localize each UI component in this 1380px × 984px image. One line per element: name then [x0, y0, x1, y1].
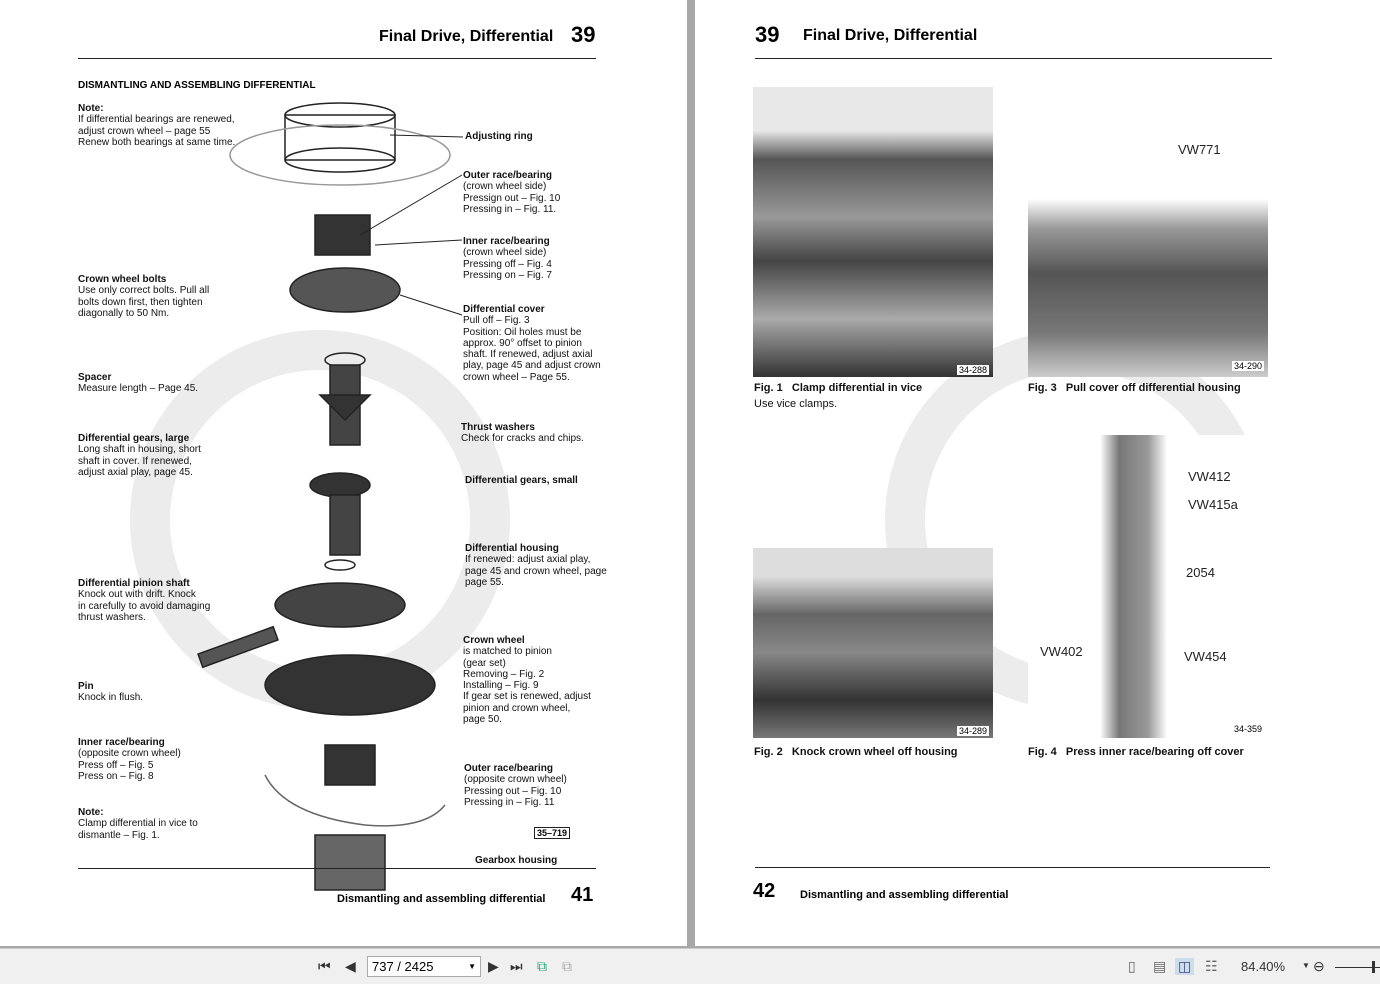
fig2-caption: Fig. 2 Knock crown wheel off housing [754, 746, 958, 758]
continuous-facing-view-icon[interactable]: ☷ [1205, 958, 1218, 974]
label-adjusting-ring: Adjusting ring [465, 131, 533, 142]
page-header-title: Final Drive, Differential [803, 27, 978, 44]
section-title: DISMANTLING AND ASSEMBLING DIFFERENTIAL [78, 80, 316, 91]
next-view-icon[interactable]: ⧉ [562, 958, 572, 974]
right-pdf-page: 39 Final Drive, Differential 34-288 Fig.… [695, 0, 1380, 946]
fig1-photo: 34-288 [753, 87, 993, 377]
label-outer-race-top: Outer race/bearing(crown wheel side)Pres… [463, 170, 561, 215]
fig2-photo: 34-289 [753, 548, 993, 738]
label-gearbox-housing: Gearbox housing [475, 855, 558, 866]
zoom-slider[interactable] [1335, 967, 1380, 968]
page-footer-title: Dismantling and assembling differential [337, 893, 546, 905]
label-inner-race-top: Inner race/bearing(crown wheel side)Pres… [463, 236, 552, 281]
zoom-level[interactable]: 84.40% [1241, 959, 1286, 974]
label-inner-race-bottom: Inner race/bearing(opposite crown wheel)… [78, 737, 181, 782]
fig3-photo: VW771 34-290 [1028, 80, 1268, 377]
page-footer-number: 42 [753, 880, 776, 902]
single-page-view-icon[interactable]: ▯ [1128, 958, 1136, 974]
page-header-number: 39 [571, 22, 596, 47]
label-crown-wheel: Crown wheel is matched to pinion(gear se… [463, 635, 591, 726]
zoom-out-icon[interactable]: ⊖ [1313, 958, 1325, 974]
chevron-down-icon[interactable]: ▼ [468, 962, 476, 971]
previous-page-icon[interactable]: ◀ [345, 958, 356, 974]
fig4-photo: VW412 VW415a 2054 VW402 VW454 34-359 [1028, 435, 1268, 738]
fig3-caption: Fig. 3 Pull cover off differential housi… [1028, 382, 1241, 394]
exploded-diagram [197, 102, 464, 891]
continuous-view-icon[interactable]: ▤ [1153, 958, 1167, 974]
left-pdf-page: Final Drive, Differential 39 DISMANTLING… [0, 0, 687, 946]
figure-code: 35–719 [534, 827, 571, 839]
first-page-icon[interactable]: ⏮ [318, 958, 331, 974]
fig4-caption: Fig. 4 Press inner race/bearing off cove… [1028, 746, 1244, 758]
page-number-input[interactable]: 737 / 2425▼ [367, 956, 481, 977]
last-page-icon[interactable]: ⏭ [510, 958, 523, 974]
page-header-title: Final Drive, Differential [379, 28, 554, 45]
label-diff-gears-small: Differential gears, small [465, 475, 578, 486]
page-footer-number: 41 [571, 884, 594, 906]
page-header-number: 39 [755, 22, 780, 47]
label-outer-race-bottom: Outer race/bearing(opposite crown wheel)… [464, 763, 567, 808]
pdf-toolbar: ⏮ ◀ 737 / 2425▼ ▶ ⏭ ⧉ ⧉ ▯ ▤ ◫ ☷ 84.40% ▼… [0, 948, 1380, 984]
fig1-caption: Fig. 1 Clamp differential in vice [754, 382, 923, 394]
previous-view-icon[interactable]: ⧉ [537, 958, 547, 974]
note-top: Note:If differential bearings are renewe… [78, 103, 236, 148]
fig1-subcaption: Use vice clamps. [754, 398, 838, 410]
zoom-dropdown-icon[interactable]: ▼ [1302, 961, 1310, 970]
facing-view-icon[interactable]: ◫ [1175, 958, 1195, 975]
page-footer-title: Dismantling and assembling differential [800, 889, 1009, 901]
next-page-icon[interactable]: ▶ [488, 958, 499, 974]
zoom-slider-handle[interactable] [1372, 961, 1375, 973]
